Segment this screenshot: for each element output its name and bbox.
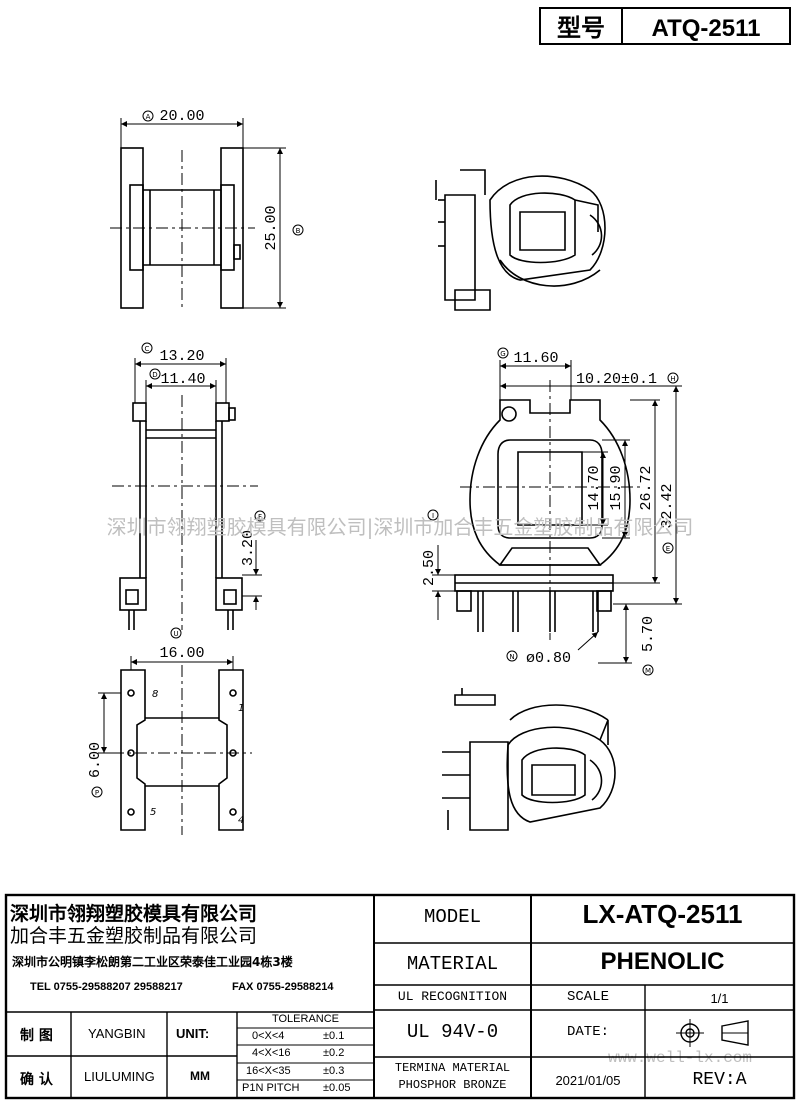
tol-range-1: 0<X<4	[252, 1030, 285, 1042]
dim-b-value: 25.00	[263, 205, 280, 250]
dim-b: 25.00 B	[263, 205, 304, 251]
front-view	[112, 358, 262, 630]
dim-l-value: 26.72	[638, 465, 655, 510]
dim-a: A 20.00	[142, 108, 205, 125]
pin-4: 4	[238, 815, 244, 826]
dim-g-value: 11.60	[513, 350, 558, 367]
pin-8: 8	[152, 689, 158, 700]
date-value: 2021/01/05	[555, 1073, 621, 1088]
dim-c: C 13.20	[141, 342, 205, 365]
svg-text:D: D	[152, 371, 157, 379]
ul-label: UL RECOGNITION	[397, 989, 508, 1004]
terminal-material-value: PHOSPHOR BRONZE	[398, 1078, 507, 1092]
svg-text:E: E	[666, 545, 670, 553]
dim-n: N ø0.80	[506, 650, 571, 667]
dim-m-value: 5.70	[640, 616, 657, 652]
tol-value-1: ±0.1	[323, 1030, 345, 1042]
material-label: MATERIAL	[406, 953, 499, 975]
unit-value: MM	[190, 1069, 210, 1083]
tol-value-3: ±0.3	[323, 1065, 345, 1077]
watermark-text: 深圳市翎翔塑胶模具有限公司|深圳市加合丰五金塑胶制品有限公司	[107, 515, 694, 539]
svg-text:F: F	[258, 513, 262, 521]
dim-u-value: 16.00	[159, 645, 204, 662]
dim-k-value: 15.90	[608, 465, 625, 510]
tol-value-2: ±0.2	[323, 1047, 345, 1059]
date-label: DATE:	[566, 1024, 609, 1040]
tol-value-4: ±0.05	[323, 1082, 351, 1094]
svg-text:I: I	[432, 512, 434, 520]
dim-e-value: 32.42	[659, 483, 676, 528]
dim-e: 32.42 E	[659, 483, 676, 554]
svg-text:H: H	[670, 375, 675, 383]
svg-text:M: M	[645, 667, 651, 675]
dim-a-value: 20.00	[159, 108, 204, 125]
check-value: LIULUMING	[84, 1069, 155, 1084]
scale-value: 1/1	[710, 991, 729, 1006]
tol-range-2: 4<X<16	[252, 1047, 291, 1059]
company-name-2: 加合丰五金塑胶制品有限公司	[10, 925, 258, 947]
dim-d-value: 11.40	[160, 371, 205, 388]
material-value: PHENOLIC	[600, 948, 725, 975]
company-address: 深圳市公明镇李松朗第二工业区荣泰佳工业园4栋3楼	[12, 955, 293, 969]
ul-value: UL 94V-0	[406, 1021, 499, 1043]
company-fax: FAX 0755-29588214	[232, 981, 334, 993]
company-name-1: 深圳市翎翔塑胶模具有限公司	[10, 903, 258, 925]
svg-text:G: G	[500, 350, 505, 358]
isometric-view-top	[435, 169, 606, 311]
pin-5: 5	[150, 807, 156, 818]
check-label: 确 认	[20, 1072, 53, 1088]
tol-range-4: P1N PITCH	[242, 1082, 300, 1094]
svg-text:C: C	[145, 345, 150, 353]
watermark-url: www.well-lx.com	[608, 1049, 752, 1067]
dim-g: G 11.60	[497, 347, 559, 367]
model-header: 型号 ATQ-2511	[539, 7, 791, 45]
dim-k: 15.90	[608, 465, 625, 510]
watermark: 深圳市翎翔塑胶模具有限公司|深圳市加合丰五金塑胶制品有限公司 www.well-…	[107, 515, 752, 1067]
dim-i-value: 2.50	[421, 550, 438, 586]
tol-range-3: 16<X<35	[246, 1065, 291, 1077]
pin-numbers: 8 1 5 4	[150, 689, 244, 826]
dim-f: 3.20 F	[240, 510, 266, 566]
header-label: 型号	[557, 14, 605, 42]
revision: REV:A	[692, 1070, 747, 1090]
dim-h: 10.20±0.1 H	[576, 371, 679, 388]
dim-f-value: 3.20	[240, 530, 257, 566]
svg-text:A: A	[146, 113, 151, 121]
bottom-view	[98, 656, 252, 835]
title-block-grid	[4, 893, 796, 1100]
unit-label: UNIT:	[176, 1026, 210, 1041]
isometric-view-bottom	[442, 688, 616, 831]
dim-l: 26.72	[638, 465, 655, 510]
dim-c-value: 13.20	[159, 348, 204, 365]
tolerance-title: TOLERANCE	[271, 1013, 340, 1025]
drawn-label: 制 图	[20, 1028, 53, 1044]
projection-symbol-icon	[676, 1019, 749, 1047]
dim-h-value: 10.20±0.1	[576, 371, 657, 388]
dim-d: D 11.40	[149, 368, 206, 388]
dim-p-value: 6.00	[87, 742, 104, 778]
top-view	[110, 118, 286, 310]
header-model: ATQ-2511	[652, 15, 761, 42]
scale-label: SCALE	[566, 989, 609, 1005]
drawn-value: YANGBIN	[88, 1026, 146, 1041]
dim-i: 2.50 I	[421, 509, 439, 586]
dim-m: 5.70 M	[640, 616, 657, 676]
dim-p: 6.00 P	[87, 742, 104, 798]
model-value: LX-ATQ-2511	[582, 899, 743, 929]
pin-1: 1	[238, 703, 244, 714]
model-label: MODEL	[423, 906, 481, 928]
svg-text:B: B	[296, 227, 301, 235]
svg-text:P: P	[95, 789, 99, 797]
company-tel: TEL 0755-29588207 29588217	[30, 981, 183, 993]
dim-u: U 16.00	[159, 627, 205, 662]
dim-n-value: ø0.80	[526, 650, 571, 667]
terminal-material-label: TERMINA MATERIAL	[394, 1061, 511, 1075]
dim-j-value: 14.70	[586, 465, 603, 510]
svg-text:U: U	[173, 630, 178, 638]
front-detail-view	[432, 360, 682, 664]
svg-text:N: N	[509, 653, 514, 661]
dim-j: 14.70	[586, 465, 603, 510]
